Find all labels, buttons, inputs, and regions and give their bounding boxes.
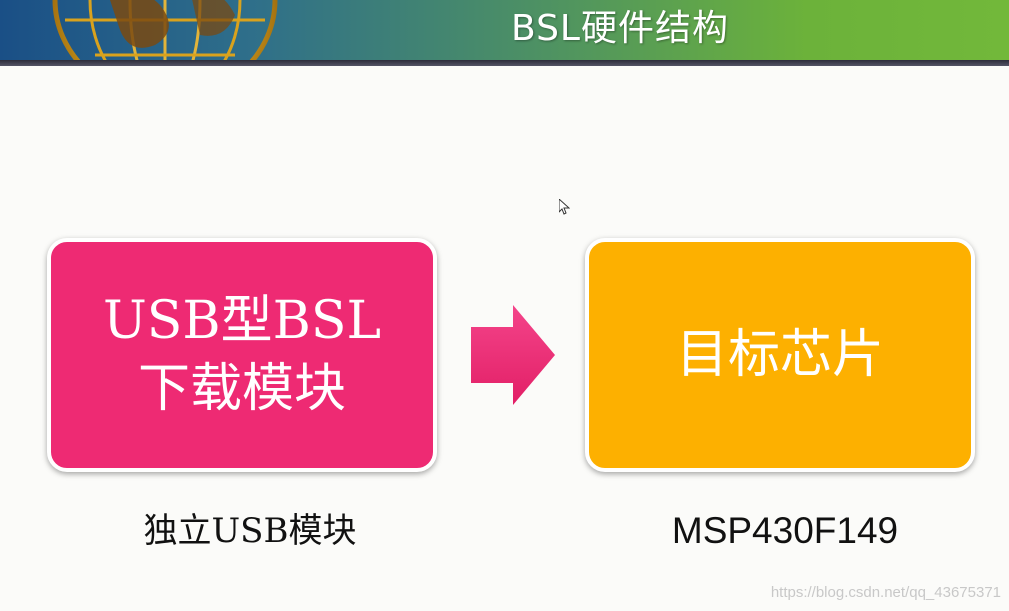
- globe-icon: [52, 0, 278, 60]
- mouse-cursor-icon: [559, 199, 570, 215]
- left-caption: 独立USB模块: [143, 511, 357, 551]
- right-arrow-icon: [471, 305, 555, 405]
- slide-title: BSL硬件结构: [511, 8, 729, 49]
- slide-header: BSL硬件结构: [0, 0, 1009, 60]
- header-divider: [0, 60, 1009, 66]
- target-chip-box: 目标芯片: [585, 238, 975, 472]
- usb-bsl-module-box: USB型BSL下载模块: [47, 238, 437, 472]
- target-chip-label: 目标芯片: [675, 325, 884, 385]
- usb-bsl-module-label: USB型BSL下载模块: [102, 291, 382, 419]
- right-caption: MSP430F149: [671, 510, 899, 551]
- watermark-text: https://blog.csdn.net/qq_43675371: [770, 584, 1001, 601]
